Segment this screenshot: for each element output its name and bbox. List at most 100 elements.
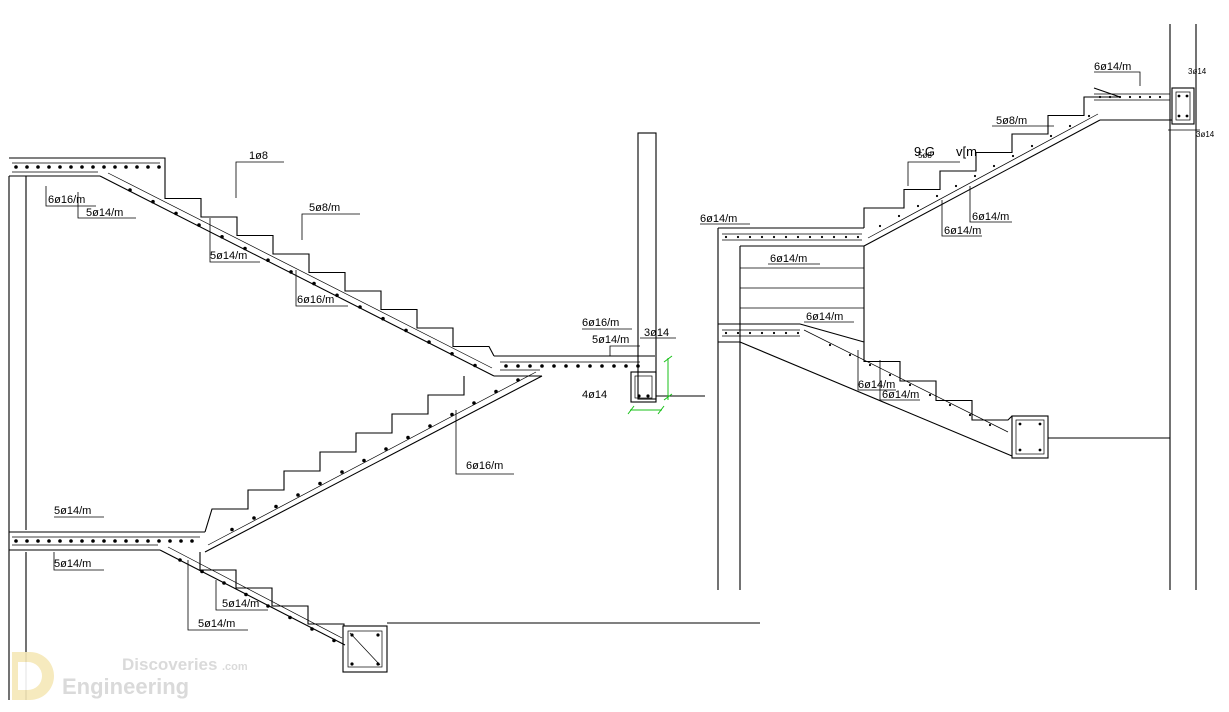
- rebar-dot: [784, 331, 788, 335]
- rebar-dot: [288, 615, 292, 620]
- rebar-dot: [646, 394, 650, 398]
- rebar-dot: [289, 270, 293, 274]
- rebar-dot: [266, 604, 270, 608]
- rebar-dot: [69, 539, 73, 543]
- rebar-dot: [1038, 448, 1042, 452]
- rebar-dot: [992, 164, 996, 168]
- rebar-dot: [47, 165, 51, 169]
- rebar-dot: [36, 539, 40, 543]
- rebar-dot: [340, 470, 344, 474]
- rebar-dot: [724, 331, 728, 335]
- rebar-dot: [796, 235, 800, 239]
- rebar-dot: [916, 204, 920, 208]
- rebar-dot: [1138, 95, 1142, 99]
- label-right-mid-note2: v[m: [956, 144, 977, 159]
- rebar-dot: [350, 633, 354, 637]
- rebar-dot: [828, 343, 832, 347]
- rebar-dot: [772, 331, 776, 335]
- rebar-dot: [576, 364, 580, 368]
- label-right-b: 6ø14/m: [944, 225, 981, 237]
- watermark-line1: Discoveries: [122, 655, 217, 674]
- rebar-dot: [636, 364, 640, 368]
- left-stair-section: 1ø8 6ø16/m 5ø14/m 5ø8/m 5ø14/m 6ø16/m 6ø…: [8, 132, 760, 700]
- rebar-dot: [968, 413, 972, 417]
- label-flight3-a: 5ø14/m: [222, 598, 259, 610]
- rebar-dot: [146, 165, 150, 169]
- rebar-dot: [113, 165, 117, 169]
- rebar-dot: [516, 378, 520, 382]
- rebar-dot: [102, 165, 106, 169]
- rebar-dot: [897, 214, 901, 218]
- rebar-dot: [1087, 114, 1091, 118]
- rebar-dot: [637, 394, 641, 398]
- rebar-dot: [1177, 94, 1181, 98]
- rebar-dot: [157, 165, 161, 169]
- right-stair-section: 6ø14/m 3ø14 3ø14 5ø8/m 9:G v[m 5ø8 6ø14/…: [700, 24, 1215, 590]
- label-right-step-bar: 5ø8/m: [996, 115, 1027, 127]
- rebar-dot: [760, 331, 764, 335]
- rebar-dot: [988, 423, 992, 427]
- rebar-dot: [376, 662, 380, 666]
- rebar-dot: [80, 165, 84, 169]
- rebar-dot: [151, 199, 155, 204]
- rebar-dot: [179, 539, 183, 543]
- rebar-dot: [135, 165, 139, 169]
- rebar-dot: [1049, 134, 1053, 138]
- label-top-bar: 1ø8: [249, 150, 268, 162]
- rebar-dot: [504, 364, 508, 368]
- rebar-dot: [36, 165, 40, 169]
- label-right-top-col2: 3ø14: [1196, 130, 1215, 139]
- rebar-dot: [1108, 95, 1112, 99]
- rebar-dot: [473, 363, 477, 368]
- watermark-logo: Discoveries .com Engineering: [12, 652, 248, 700]
- rebar-dot: [808, 235, 812, 239]
- rebar-dot: [844, 235, 848, 239]
- rebar-dot: [102, 539, 106, 543]
- label-right-landing-a: 6ø14/m: [700, 213, 737, 225]
- rebar-dot: [588, 364, 592, 368]
- rebar-dot: [1098, 95, 1102, 99]
- rebar-dot: [113, 539, 117, 543]
- label-right-a: 6ø14/m: [972, 211, 1009, 223]
- rebar-dot: [146, 539, 150, 543]
- rebar-dot: [404, 328, 408, 333]
- rebar-dot: [14, 539, 18, 543]
- rebar-dot: [748, 331, 752, 335]
- rebar-dot: [190, 539, 194, 543]
- rebar-dot: [1128, 95, 1132, 99]
- rebar-dot: [796, 331, 800, 335]
- rebar-dot: [332, 638, 336, 643]
- rebar-dot: [832, 235, 836, 239]
- rebar-dot: [358, 305, 362, 309]
- label-beam-bar: 4ø14: [582, 389, 607, 401]
- rebar-dot: [220, 235, 224, 239]
- label-flight3-b: 5ø14/m: [198, 618, 235, 630]
- rebar-dot: [856, 235, 860, 239]
- label-right-lower-b: 6ø14/m: [882, 389, 919, 401]
- label-landing-top: 6ø16/m: [582, 317, 619, 329]
- rebar-dot: [310, 627, 314, 631]
- rebar-dot: [868, 363, 872, 367]
- rebar-dot: [748, 235, 752, 239]
- rebar-dot: [376, 633, 380, 637]
- rebar-dot: [1185, 94, 1189, 98]
- rebar-dot: [973, 174, 977, 178]
- rebar-dot: [350, 662, 354, 666]
- rebar-dot: [948, 403, 952, 407]
- label-step-bar: 5ø8/m: [309, 202, 340, 214]
- rebar-dot: [954, 184, 958, 188]
- rebar-dot: [450, 352, 454, 356]
- rebar-dot: [252, 516, 256, 520]
- rebar-dot: [47, 539, 51, 543]
- rebar-dot: [612, 364, 616, 368]
- rebar-dot: [222, 581, 226, 585]
- label-column-bar: 3ø14: [644, 327, 669, 339]
- rebar-dot: [91, 165, 95, 169]
- rebar-dot: [243, 246, 247, 251]
- rebar-dot: [168, 539, 172, 543]
- rebar-dots-left: [14, 165, 650, 666]
- rebar-dot: [274, 504, 278, 509]
- rebar-dot: [91, 539, 95, 543]
- rebar-dot: [928, 393, 932, 397]
